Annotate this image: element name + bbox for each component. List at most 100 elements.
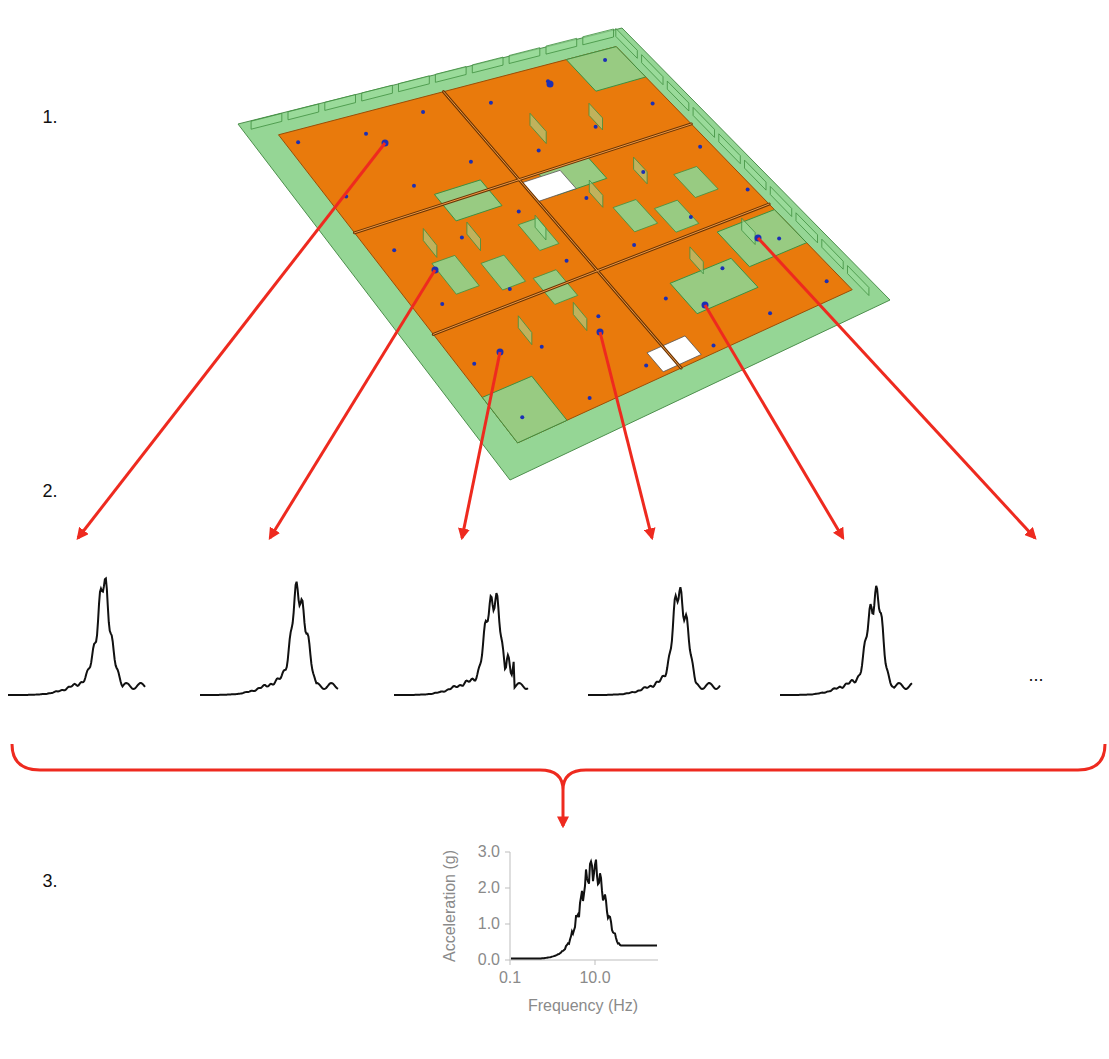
slab-opening bbox=[613, 200, 658, 232]
sensor-dot bbox=[517, 209, 521, 213]
spectrum-curve bbox=[200, 582, 338, 695]
wall bbox=[530, 113, 546, 143]
wall bbox=[742, 218, 755, 244]
wall bbox=[690, 247, 703, 274]
sensor-dot bbox=[746, 187, 750, 191]
tick bbox=[505, 960, 510, 961]
sensor-dot bbox=[644, 363, 648, 367]
red-arrow bbox=[705, 305, 843, 538]
wall bbox=[589, 180, 603, 207]
tick-label: 0.1 bbox=[499, 969, 521, 987]
slab-opening bbox=[674, 167, 718, 198]
red-arrow bbox=[600, 332, 652, 538]
red-arrow bbox=[462, 352, 500, 538]
y-axis bbox=[510, 852, 511, 960]
sensor-dot bbox=[547, 81, 554, 88]
spectrum-curve bbox=[780, 586, 912, 695]
sensor-dot bbox=[537, 148, 541, 152]
sensor-dot bbox=[720, 266, 724, 270]
slab-opening bbox=[654, 200, 698, 232]
sensor-dot bbox=[588, 396, 592, 400]
red-arrow bbox=[758, 238, 1035, 538]
wall bbox=[423, 229, 437, 258]
x-axis bbox=[510, 960, 658, 961]
tick bbox=[505, 852, 510, 853]
tick bbox=[505, 888, 510, 889]
slab-opening bbox=[432, 255, 479, 294]
wall bbox=[719, 134, 741, 164]
wall bbox=[325, 95, 356, 111]
curly-bracket bbox=[12, 744, 1105, 790]
red-arrows bbox=[78, 143, 1035, 538]
wall bbox=[546, 38, 577, 54]
axis-title: Frequency (Hz) bbox=[528, 997, 638, 1015]
wall bbox=[288, 104, 319, 120]
wall bbox=[435, 67, 466, 83]
wall bbox=[467, 222, 481, 251]
sensor-dot bbox=[712, 343, 716, 347]
beam-edge bbox=[355, 124, 692, 233]
response-curve bbox=[511, 860, 657, 959]
slab-opening bbox=[481, 255, 526, 290]
floor-opening bbox=[434, 180, 502, 221]
wall bbox=[634, 157, 648, 184]
wall bbox=[822, 239, 843, 269]
wall bbox=[589, 103, 603, 130]
floor-plan bbox=[238, 28, 890, 480]
wall bbox=[667, 81, 689, 111]
beam-edge bbox=[433, 204, 769, 334]
spectrum-curve bbox=[8, 578, 145, 695]
wall bbox=[642, 55, 663, 85]
sensor-dot bbox=[392, 248, 396, 252]
sensor-dot bbox=[364, 132, 368, 136]
red-arrow bbox=[78, 143, 385, 538]
wall bbox=[583, 29, 614, 45]
floor-opening bbox=[670, 258, 758, 313]
wall bbox=[693, 107, 714, 137]
sensor-dot bbox=[540, 345, 544, 349]
response-chart bbox=[505, 852, 658, 965]
wall bbox=[472, 57, 503, 73]
beam-edge bbox=[444, 92, 682, 368]
sensor-dot bbox=[664, 296, 668, 300]
red-arrow bbox=[562, 790, 565, 826]
floor-opening bbox=[482, 376, 567, 443]
step-number: 1. bbox=[42, 108, 57, 128]
sensor-dot bbox=[421, 110, 425, 114]
beam bbox=[433, 204, 769, 334]
tick-label: 2.0 bbox=[478, 879, 500, 897]
sensor-dot bbox=[489, 101, 493, 105]
sensor-dot bbox=[768, 311, 772, 315]
wall bbox=[796, 213, 818, 243]
sensor-dot bbox=[596, 314, 600, 318]
sensor-dot bbox=[460, 236, 464, 240]
sensor-dot bbox=[603, 58, 607, 62]
sensor-dot bbox=[412, 184, 416, 188]
spectrum-curve bbox=[588, 587, 720, 695]
axis-title: Acceleration (g) bbox=[441, 850, 459, 962]
wall bbox=[251, 113, 282, 129]
step-number: 2. bbox=[42, 482, 57, 502]
wall bbox=[509, 48, 540, 64]
tick-label: 10.0 bbox=[579, 969, 610, 987]
sensor-dot bbox=[777, 237, 781, 241]
spectra bbox=[8, 578, 912, 695]
sensor-dot bbox=[651, 102, 655, 106]
sensor-dot bbox=[440, 302, 444, 306]
sensor-dot bbox=[689, 215, 693, 219]
sensor-dot bbox=[565, 259, 569, 263]
sensor-dot bbox=[469, 160, 473, 164]
wall bbox=[535, 215, 546, 240]
red-arrow bbox=[270, 270, 435, 538]
wall bbox=[573, 302, 587, 330]
base-slab bbox=[238, 28, 890, 480]
wall bbox=[770, 187, 791, 217]
wall bbox=[745, 160, 767, 190]
sensor-dot bbox=[698, 145, 702, 149]
wall bbox=[518, 316, 532, 345]
beam bbox=[444, 92, 682, 368]
wall bbox=[399, 76, 430, 92]
tick bbox=[595, 960, 596, 965]
